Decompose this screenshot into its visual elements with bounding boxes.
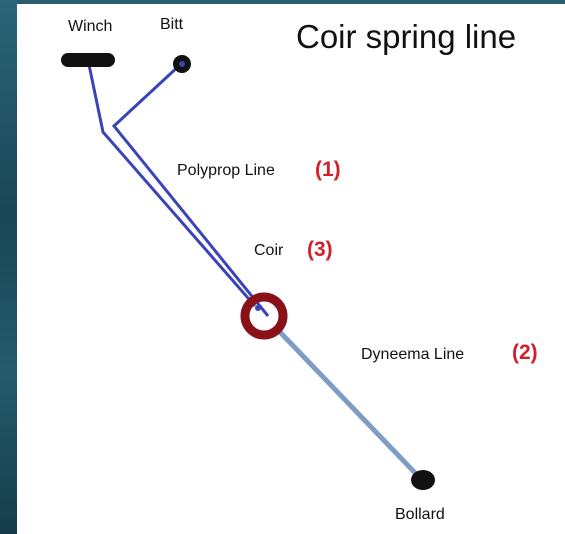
panel-top-border: [17, 0, 565, 4]
dyneema-line-number: (2): [512, 341, 538, 364]
bollard-shape: [411, 470, 435, 490]
dyneema-line-label: Dyneema Line: [361, 346, 465, 363]
bollard-label: Bollard: [395, 506, 445, 523]
background-edge: [0, 0, 20, 534]
dyneema-line: [275, 327, 423, 481]
bitt-label: Bitt: [160, 16, 184, 33]
diagram-panel: [17, 0, 565, 534]
coir-label: Coir: [254, 242, 284, 259]
polyprop-line-number: (1): [315, 158, 341, 181]
polyprop-line-bitt: [111, 62, 270, 317]
winch-label: Winch: [68, 18, 113, 35]
coir-ring: [240, 292, 288, 340]
coir-inner-dot: [255, 305, 261, 311]
coir-number: (3): [307, 238, 333, 261]
polyprop-line-label: Polyprop Line: [177, 162, 275, 179]
polyprop-line-winch: [86, 59, 257, 307]
diagram-title: Coir spring line: [296, 18, 517, 55]
bitt-center: [179, 61, 185, 67]
winch-shape: [61, 53, 115, 67]
